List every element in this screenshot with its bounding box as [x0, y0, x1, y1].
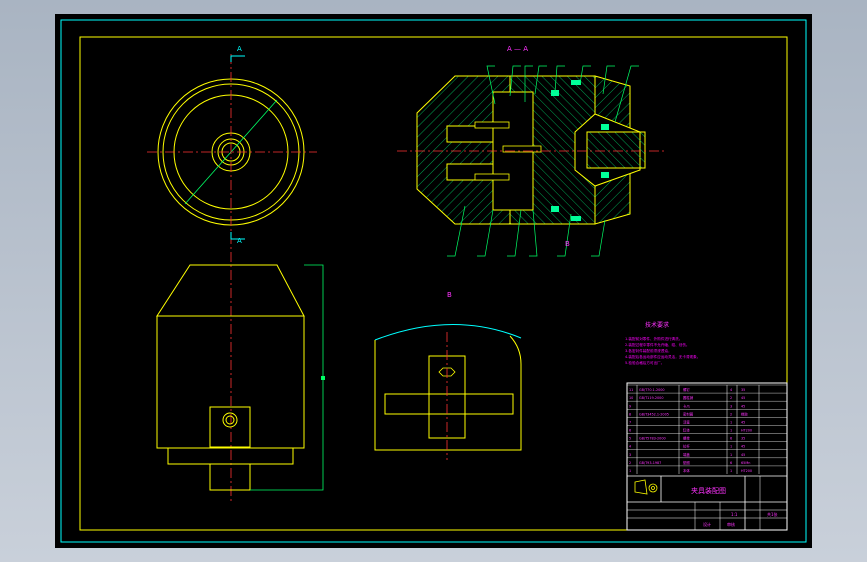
note-line-1: 1.装配前对零件、外购件进行清洗。 — [625, 336, 682, 341]
part-name: 本体 — [683, 468, 690, 473]
part-qty: 1 — [730, 420, 732, 424]
detail-title: B — [447, 291, 452, 299]
part-name: 圆柱销 — [683, 395, 694, 400]
part-num: 1 — [629, 469, 631, 473]
section-label-bottom: A — [237, 237, 242, 245]
part-material: 35 — [741, 388, 745, 392]
part-name: 缸体 — [683, 428, 690, 433]
part-material: 45 — [741, 453, 745, 457]
drawing-title: 夹具装配图 — [691, 486, 726, 495]
part-num: 2 — [629, 461, 631, 465]
part-qty: 1 — [730, 445, 732, 449]
role-check: 审核 — [727, 521, 735, 527]
part-code: GB/T119-2000 — [639, 396, 664, 400]
part-qty: 1 — [730, 469, 732, 473]
part-num: 8 — [629, 412, 631, 416]
part-material: 45 — [741, 396, 745, 400]
notes-title: 技术要求 — [645, 321, 669, 329]
part-qty: 4 — [730, 388, 732, 392]
note-line-3: 3.各密封件装配前须浸透油， — [625, 348, 672, 353]
part-qty: 2 — [730, 396, 732, 400]
part-num: 9 — [629, 404, 631, 408]
part-code: GB/T93-1987 — [639, 461, 661, 465]
assembly-drawing: A A A — A — [60, 19, 807, 543]
cad-viewport[interactable]: A A A — A — [55, 14, 812, 548]
part-num: 10 — [629, 396, 633, 400]
note-line-5: 5.检验合格后方可出厂。 — [625, 360, 664, 365]
scale-value: 1:1 — [731, 512, 738, 517]
part-num: 3 — [629, 453, 631, 457]
part-material: 65Mn — [741, 461, 750, 465]
part-material: 45 — [741, 445, 745, 449]
detail-view — [374, 324, 522, 451]
part-num: 11 — [629, 388, 633, 392]
section-marker-top — [230, 55, 245, 62]
part-material: 橡胶 — [741, 411, 748, 416]
outer-frame — [60, 19, 807, 543]
part-name: 端盖 — [683, 452, 690, 457]
section-title: A — A — [507, 45, 528, 53]
drawing-border — [79, 36, 788, 531]
company-logo — [634, 479, 658, 495]
part-num: 4 — [629, 445, 631, 449]
part-name: 活塞 — [683, 419, 690, 424]
part-material: 35 — [741, 437, 745, 441]
part-name: 螺钉 — [683, 387, 690, 392]
sheet-count: 共1张 — [767, 511, 778, 517]
section-marker-bottom — [230, 232, 245, 240]
part-name: 螺栓 — [683, 436, 690, 441]
part-qty: 2 — [730, 412, 732, 416]
dim-arrow — [321, 376, 325, 380]
part-code: GB/T5783-2000 — [639, 437, 666, 441]
technical-notes: 技术要求 1.装配前对零件、外购件进行清洗。 2.装配过程中零件不允许磕、碰、划… — [625, 321, 700, 365]
part-qty: 6 — [730, 437, 732, 441]
part-num: 6 — [629, 429, 631, 433]
detail-mark: B — [565, 240, 570, 248]
note-line-2: 2.装配过程中零件不允许磕、碰、划伤。 — [625, 342, 690, 347]
note-line-4: 4.装配后各运动部件应运动灵活，无卡滞现象。 — [625, 354, 700, 359]
part-material: 45 — [741, 420, 745, 424]
part-qty: 1 — [730, 453, 732, 457]
part-qty: 3 — [730, 404, 732, 408]
part-material: HT200 — [741, 469, 752, 473]
part-name: 垫圈 — [683, 460, 690, 465]
part-num: 7 — [629, 420, 631, 424]
role-design: 设计 — [703, 521, 711, 527]
part-code: GB/T70.1-2000 — [639, 388, 665, 392]
side-view — [156, 264, 305, 491]
part-material: HT200 — [741, 429, 752, 433]
part-qty: 6 — [730, 461, 732, 465]
leader-lines — [447, 65, 639, 257]
part-name: 密封圈 — [683, 411, 694, 416]
section-view — [416, 75, 646, 225]
part-name: 拉杆 — [683, 444, 690, 449]
part-num: 5 — [629, 437, 631, 441]
part-name: 卡爪 — [683, 403, 690, 408]
part-qty: 1 — [730, 429, 732, 433]
part-code: GB/T3452.1-2005 — [639, 412, 669, 416]
part-material: 45 — [741, 404, 745, 408]
dim-line-height — [250, 264, 324, 491]
section-label-top: A — [237, 45, 242, 53]
